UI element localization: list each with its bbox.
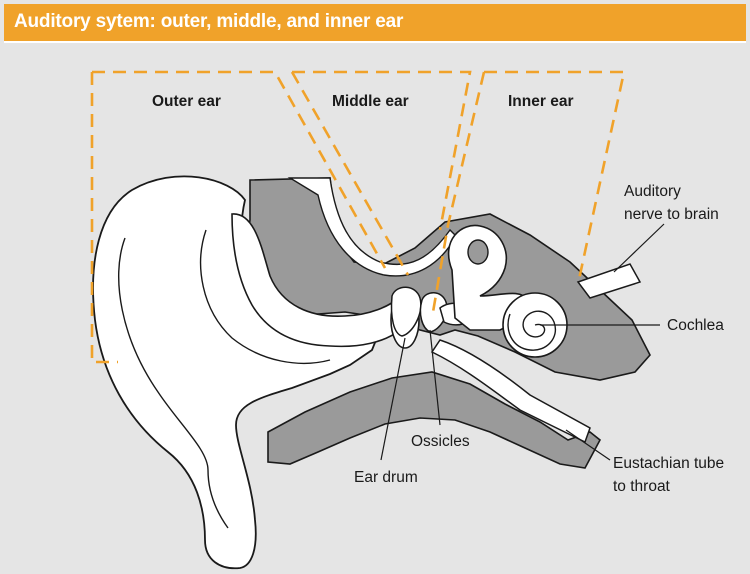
canal-loop-inner xyxy=(468,240,488,264)
cochlea-label: Cochlea xyxy=(667,317,724,334)
middle-ear-label: Middle ear xyxy=(332,93,409,110)
ear-drum-label: Ear drum xyxy=(354,469,418,486)
nerve-leader xyxy=(614,224,664,272)
inner-ear-label: Inner ear xyxy=(508,93,573,110)
eustachian-label-line1: Eustachian tube xyxy=(613,455,724,472)
auditory-nerve xyxy=(578,264,640,298)
outer-ear-label: Outer ear xyxy=(152,93,221,110)
auditory-nerve-label-line2: nerve to brain xyxy=(624,206,719,223)
eustachian-label-line2: to throat xyxy=(613,478,671,495)
auditory-nerve-label-line1: Auditory xyxy=(624,183,681,200)
ossicles-label: Ossicles xyxy=(411,433,470,450)
